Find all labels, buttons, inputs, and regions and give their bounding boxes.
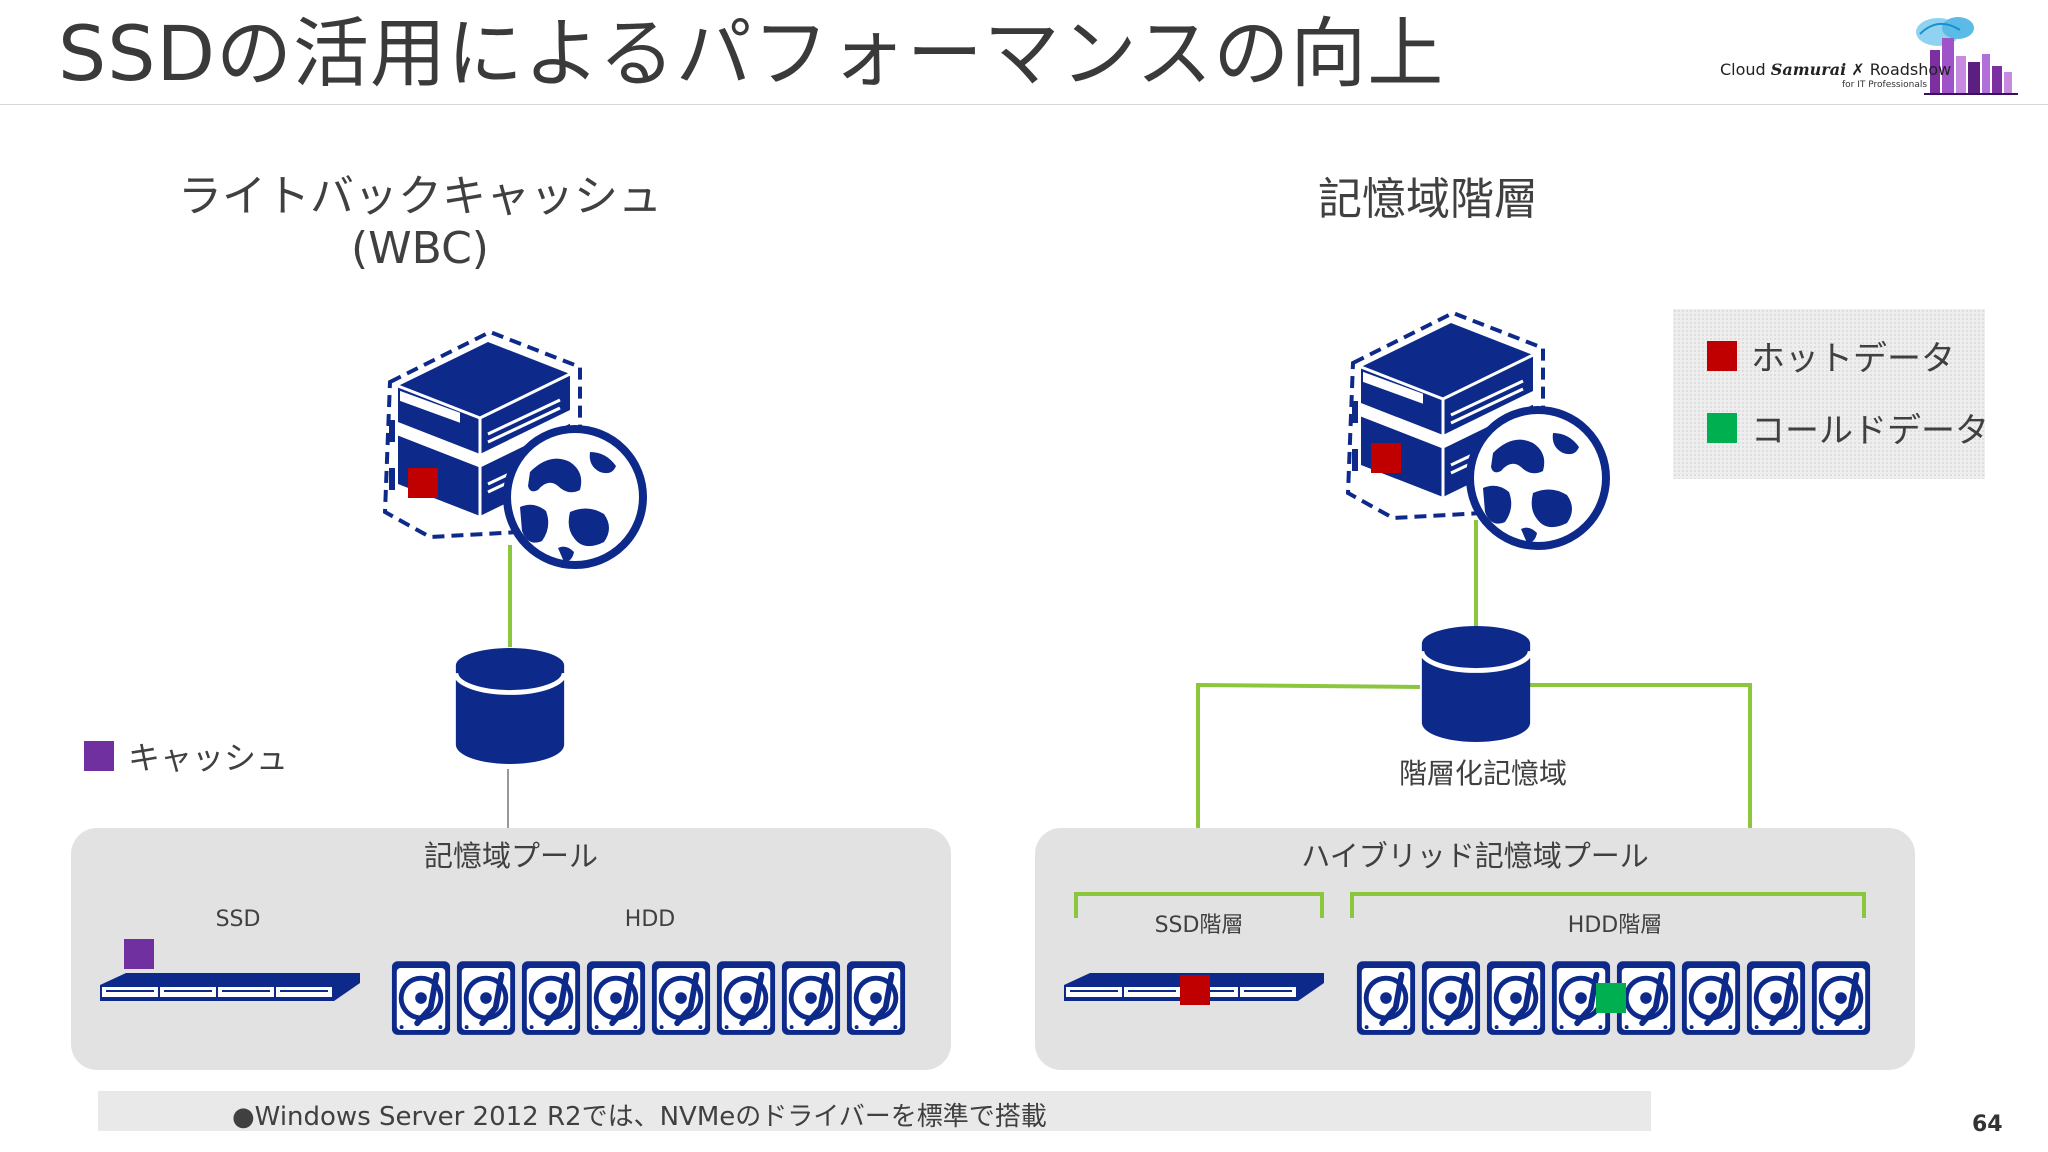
page-number: 64 [1972, 1112, 2003, 1137]
legend-cold: コールドデータ [1707, 403, 1989, 452]
left-server-globe-icon [370, 322, 650, 582]
hdd-tier-label: HDD階層 [1567, 913, 1663, 938]
right-heading: 記憶域階層 [1318, 174, 1538, 225]
right-database-icon [1418, 620, 1534, 750]
cold-swatch [1707, 412, 1737, 443]
logo-samurai-text: Samurai [1770, 60, 1847, 79]
hdd-tier-cold-marker [1596, 983, 1626, 1013]
cache-legend-label: キャッシュ [128, 739, 289, 777]
tier-brackets [1074, 892, 1866, 918]
left-hdd-label: HDD [624, 907, 676, 932]
slide-title: SSDの活用によるパフォーマンスの向上 [58, 9, 1445, 98]
cache-legend: キャッシュ [84, 733, 288, 779]
left-heading-line2: (WBC) [351, 223, 489, 274]
left-pool-label: 記憶域プール [423, 839, 598, 873]
left-hot-data-marker [408, 468, 438, 498]
legend-hot: ホットデータ [1707, 331, 1955, 380]
left-heading: ライトバックキャッシュ (WBC) [170, 171, 670, 275]
cache-swatch [84, 741, 114, 771]
left-heading-line1: ライトバックキャッシュ [178, 171, 662, 222]
hot-swatch [1707, 340, 1737, 371]
logo-tagline: for IT Professionals [1842, 80, 1928, 90]
footer-note: ●Windows Server 2012 R2では、NVMeのドライバーを標準で… [232, 1102, 1047, 1132]
left-database-icon [452, 642, 568, 772]
ssd-tier-label: SSD階層 [1154, 913, 1244, 938]
ssd-tier-hot-marker [1180, 975, 1210, 1005]
logo-wordmark: Cloud Samurai ✗ Roadshow [1720, 60, 1952, 79]
right-pool-label: ハイブリッド記憶域プール [1301, 839, 1649, 873]
footer-note-bar [98, 1091, 1651, 1131]
left-ssd-group [99, 972, 361, 1002]
logo-cloud-text: Cloud [1720, 60, 1766, 79]
legend-hot-label: ホットデータ [1751, 339, 1955, 379]
left-hdd-group [390, 956, 910, 1040]
legend-cold-label: コールドデータ [1751, 411, 1989, 451]
title-divider [0, 104, 2048, 105]
data-legend: ホットデータ コールドデータ [1673, 309, 1989, 479]
logo-roadshow-text: Roadshow [1869, 60, 1952, 79]
right-hot-data-marker [1371, 443, 1401, 473]
cloud-samurai-logo-icon [1916, 17, 2018, 95]
left-connector [507, 545, 512, 835]
cache-marker [124, 939, 154, 969]
left-ssd-label: SSD [215, 907, 261, 932]
tiered-volume-label: 階層化記憶域 [1398, 757, 1567, 790]
